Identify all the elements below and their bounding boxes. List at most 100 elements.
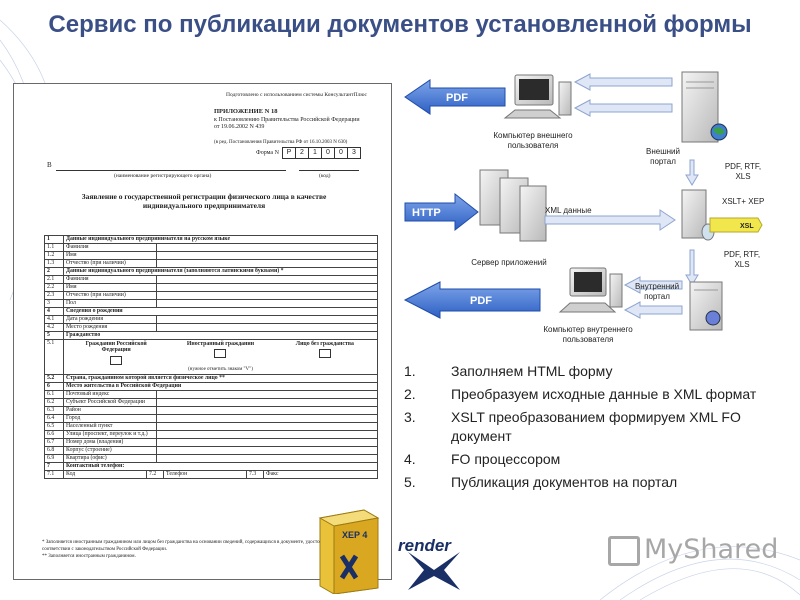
input-cell[interactable] xyxy=(156,414,378,423)
row-number: 3 xyxy=(44,299,64,308)
input-cell[interactable] xyxy=(156,259,378,268)
row-label: Район xyxy=(63,406,157,415)
row-label: Имя xyxy=(63,283,157,292)
renderx-text: render xyxy=(398,536,451,555)
pdf-top-label: PDF xyxy=(446,92,468,104)
list-item: 4. FO процессором xyxy=(404,450,784,469)
row-label: Место жительства в Российской Федерации xyxy=(63,382,378,391)
flow-down-arrow xyxy=(685,249,699,286)
formats-bottom-label: PDF, RTF, XLS xyxy=(723,250,761,269)
input-cell[interactable] xyxy=(156,323,378,332)
checkbox[interactable] xyxy=(318,349,331,358)
form-code-cell: 2 xyxy=(294,147,309,159)
input-cell[interactable] xyxy=(156,430,378,439)
pdf-arrow-top xyxy=(404,79,506,115)
internal-portal-server-icon xyxy=(689,281,723,331)
presentation-icon xyxy=(608,535,640,566)
row-number: 6.4 xyxy=(44,414,64,423)
request-arrows-top xyxy=(573,73,673,117)
input-cell[interactable] xyxy=(156,251,378,260)
renderx-x-icon xyxy=(408,552,460,590)
phone-code-label: Код xyxy=(66,471,76,478)
row-label: Дата рождения xyxy=(63,315,157,324)
request-arrows-bottom xyxy=(623,276,683,319)
checkbox[interactable] xyxy=(214,349,227,358)
row-label: Отчество (при наличии) xyxy=(63,259,157,268)
external-user-computer-icon xyxy=(503,74,572,119)
pdf-bottom-label: PDF xyxy=(470,295,492,307)
row-number: 6.5 xyxy=(44,422,64,431)
citizen-rf-label: Гражданин Российской Федерации xyxy=(85,340,147,354)
row-number: 6.8 xyxy=(44,446,64,455)
fax-label: Факс xyxy=(263,471,377,478)
pdf-arrow-bottom xyxy=(403,281,541,319)
form-number: Форма N Р 2 1 0 0 3 xyxy=(256,147,361,159)
foreign-citizen-label: Иностранный гражданин xyxy=(186,340,255,347)
form-code-cell: 0 xyxy=(320,147,335,159)
row-number: 1 xyxy=(44,235,64,244)
input-cell[interactable] xyxy=(156,406,378,415)
form-code-cell: 1 xyxy=(307,147,322,159)
annex-line2: от 19.06.2002 N 439 xyxy=(214,124,265,130)
stateless-label: Лицо без гражданства xyxy=(295,340,354,347)
step-text: FO процессором xyxy=(451,451,561,467)
row-number: 1.3 xyxy=(44,259,64,268)
xslt-xep-server-icon xyxy=(681,189,715,241)
row-number: 5.2 xyxy=(44,374,64,383)
row-label: Данные индивидуального предпринимателя н… xyxy=(63,235,378,244)
internal-user-label: Компьютер внутреннего пользователя xyxy=(543,325,633,344)
input-cell[interactable] xyxy=(156,390,378,399)
input-cell[interactable] xyxy=(156,438,378,447)
step-text: XSLT преобразованием формируем XML FO до… xyxy=(451,409,741,444)
list-item: 5. Публикация документов на портал xyxy=(404,473,784,492)
row-number: 6 xyxy=(44,382,64,391)
checkbox[interactable] xyxy=(110,355,123,365)
list-item: 1. Заполняем HTML форму xyxy=(404,362,784,381)
input-cell[interactable] xyxy=(156,315,378,324)
row-label: Квартира (офис) xyxy=(63,454,157,463)
input-cell[interactable] xyxy=(156,446,378,455)
input-cell[interactable] xyxy=(156,291,378,300)
row-label: Фамилия xyxy=(63,243,157,252)
input-cell[interactable] xyxy=(156,299,378,308)
input-cell[interactable] xyxy=(156,283,378,292)
xsl-badge xyxy=(709,217,763,233)
code-line xyxy=(299,170,359,171)
watermark-logo: MyShared xyxy=(608,534,778,566)
input-cell[interactable] xyxy=(156,243,378,252)
steps-list: 1. Заполняем HTML форму 2. Преобразуем и… xyxy=(404,362,784,496)
input-cell[interactable] xyxy=(156,398,378,407)
input-cell[interactable] xyxy=(156,422,378,431)
application-form-document: Подготовлено с использованием системы Ко… xyxy=(13,83,392,580)
row-number: 7.3 xyxy=(246,471,263,478)
row-label: Улица (проспект, переулок и т.д.) xyxy=(63,430,157,439)
row-label: Контактный телефон: xyxy=(63,462,378,471)
doc-footnotes: * Заполняется иностранным гражданином ил… xyxy=(42,539,372,560)
table-row: 7.1 Код 7.2 Телефон 7.3 Факс xyxy=(44,470,378,479)
phone-cell: Код 7.2 Телефон 7.3 Факс xyxy=(63,470,378,479)
application-server-icon xyxy=(479,169,547,242)
row-number: 4.2 xyxy=(44,323,64,332)
row-number: 6.7 xyxy=(44,438,64,447)
step-number: 3. xyxy=(404,409,416,425)
step-number: 5. xyxy=(404,474,416,490)
internal-portal-label: Внутренний портал xyxy=(634,282,680,301)
input-cell[interactable] xyxy=(156,275,378,284)
row-number: 6.6 xyxy=(44,430,64,439)
step-number: 4. xyxy=(404,451,416,467)
input-cell[interactable] xyxy=(156,454,378,463)
architecture-diagram: PDF HTTP XSL xyxy=(403,71,763,331)
